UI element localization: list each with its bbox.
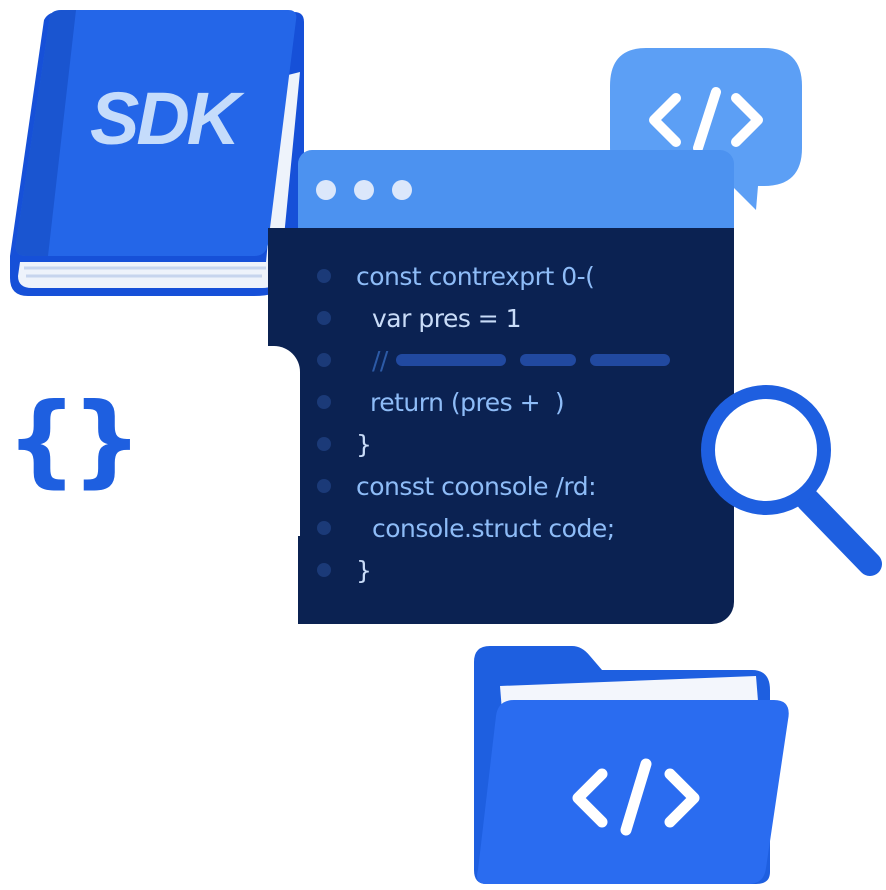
code-line: }	[356, 424, 372, 464]
code-line: consst coonsole /rd:	[356, 466, 597, 506]
code-line: }	[356, 550, 372, 590]
code-editor-window: const contrexprt 0-( var pres = 1 // ret…	[268, 150, 734, 624]
line-gutter-dot	[317, 269, 331, 283]
code-line-text: consst coonsole /rd:	[356, 471, 597, 501]
line-gutter-dot	[317, 311, 331, 325]
curly-braces-icon: {}	[6, 384, 142, 496]
line-gutter-dot	[317, 353, 331, 367]
code-line-text: return (pres + )	[370, 387, 565, 417]
code-line: const contrexprt 0-(	[356, 256, 595, 296]
code-tag-icon	[568, 756, 704, 836]
code-line-text: const contrexprt 0-(	[356, 261, 595, 291]
line-gutter-dot	[317, 479, 331, 493]
window-dot	[354, 180, 374, 200]
line-gutter-dot	[317, 563, 331, 577]
code-line-text: }	[356, 555, 372, 585]
code-line-text: console.struct code;	[372, 513, 615, 543]
window-dot	[316, 180, 336, 200]
code-line: return (pres + )	[370, 382, 565, 422]
comment-bar	[519, 354, 576, 366]
braces-glyph: {}	[6, 381, 142, 498]
code-line: console.struct code;	[372, 508, 615, 548]
code-line-text: var pres = 1	[372, 303, 522, 333]
code-line: var pres = 1	[372, 298, 522, 338]
comment-bar	[589, 354, 670, 366]
magnifying-glass-icon	[700, 384, 886, 580]
window-notch	[268, 346, 300, 536]
comment-bar	[395, 354, 506, 366]
line-gutter-dot	[317, 395, 331, 409]
book-title: SDK	[90, 77, 240, 160]
code-line: //	[372, 340, 670, 380]
code-tag-icon	[646, 84, 766, 154]
window-dot	[392, 180, 412, 200]
code-comment: //	[372, 345, 388, 375]
code-area	[298, 228, 734, 624]
window-titlebar	[298, 150, 734, 228]
code-folder-icon	[470, 646, 796, 886]
line-gutter-dot	[317, 437, 331, 451]
line-gutter-dot	[317, 521, 331, 535]
code-line-text: }	[356, 429, 372, 459]
